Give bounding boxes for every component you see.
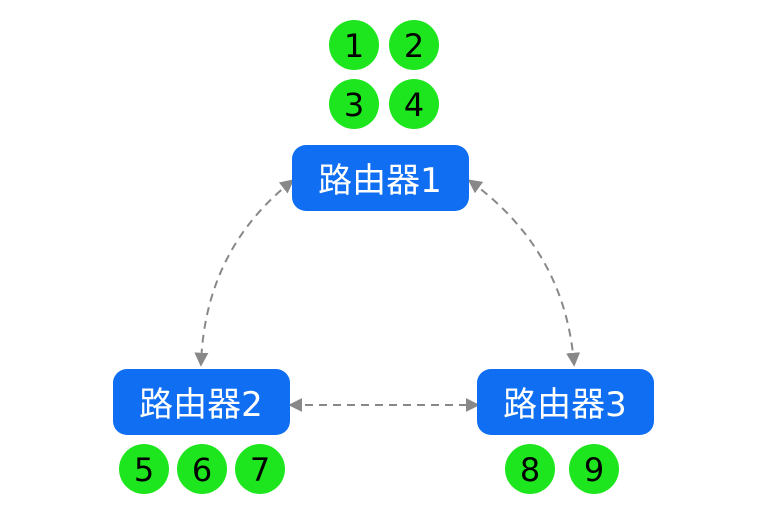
- badge-8: 8: [505, 444, 555, 494]
- router-3-box: [477, 369, 654, 435]
- router-1-label: 路由器1: [318, 161, 442, 201]
- link-router1-router3: [467, 179, 581, 367]
- badge-3: 3: [329, 79, 379, 129]
- badge-8-label: 8: [520, 451, 540, 489]
- link-router1-router2: [194, 179, 295, 367]
- router-2-box: [113, 369, 290, 435]
- badge-1: 1: [329, 20, 379, 70]
- badge-2-label: 2: [404, 27, 424, 65]
- badge-9-label: 9: [584, 451, 604, 489]
- badge-6-label: 6: [192, 451, 212, 489]
- badge-6: 6: [177, 444, 227, 494]
- router-3: 路由器3: [477, 369, 654, 435]
- badge-9: 9: [569, 444, 619, 494]
- router-2-label: 路由器2: [139, 385, 263, 425]
- router-1-box: [292, 145, 469, 211]
- badge-4-label: 4: [404, 86, 424, 124]
- router-3-label: 路由器3: [503, 385, 627, 425]
- badge-2: 2: [389, 20, 439, 70]
- badge-5: 5: [119, 444, 169, 494]
- router-2: 路由器2: [113, 369, 290, 435]
- badge-3-label: 3: [344, 86, 364, 124]
- badge-1-label: 1: [344, 27, 364, 65]
- badge-4: 4: [389, 79, 439, 129]
- badge-7: 7: [235, 444, 285, 494]
- badge-7-label: 7: [250, 451, 270, 489]
- router-1: 路由器1: [292, 145, 469, 211]
- badge-5-label: 5: [134, 451, 154, 489]
